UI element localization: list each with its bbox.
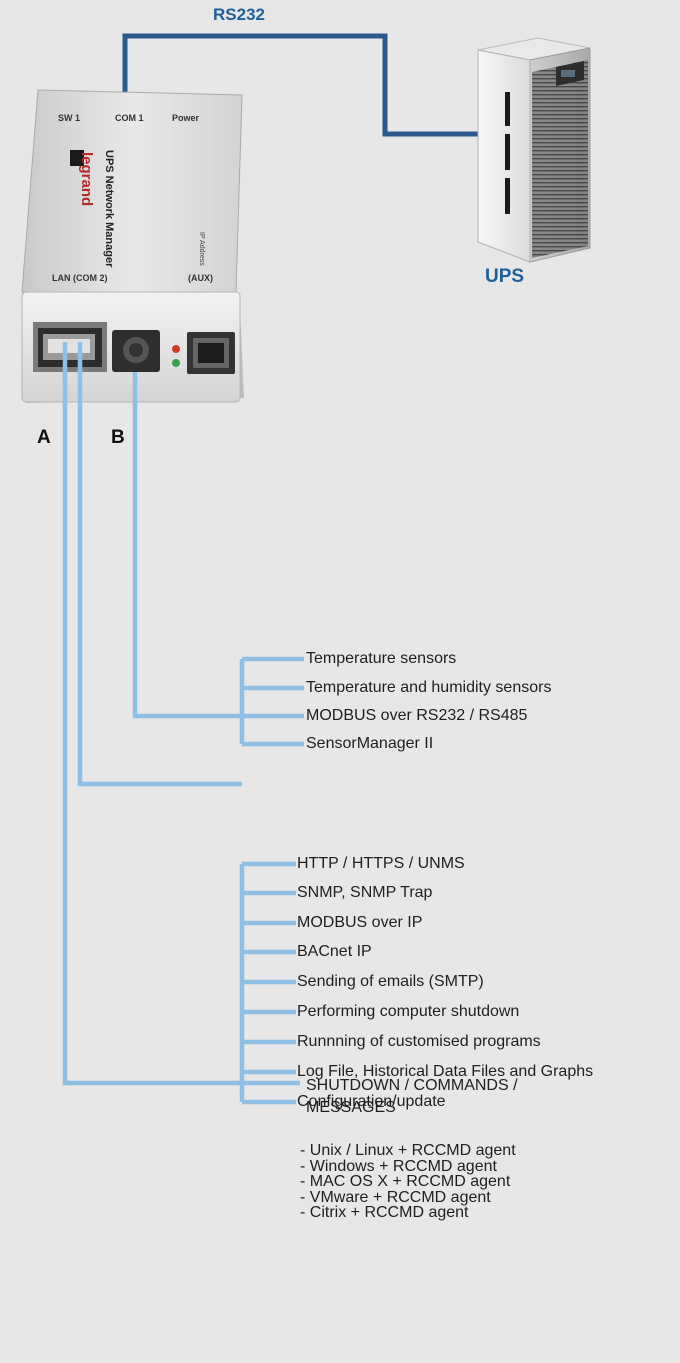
device-product-name: UPS Network Manager: [103, 150, 115, 268]
connector-lines: [62, 342, 304, 1105]
os-list-item: - VMware + RCCMD agent: [300, 1188, 491, 1206]
shutdown-os-list: - Unix / Linux + RCCMD agent - Windows +…: [300, 1143, 516, 1221]
sensor-item: SensorManager II: [306, 735, 434, 752]
port-b-line: [132, 372, 242, 719]
os-list-item: - Windows + RCCMD agent: [300, 1157, 497, 1175]
shutdown-commands-title: SHUTDOWN / COMMANDS / MESSAGES: [306, 1077, 518, 1116]
device-top-label-com1: COM 1: [115, 113, 144, 123]
port-b-label: B: [111, 427, 125, 448]
os-list-item: - Citrix + RCCMD agent: [300, 1204, 469, 1221]
sensor-item: Temperature and humidity sensors: [306, 679, 552, 696]
ups-cabinet-illustration: [477, 37, 591, 263]
ups-label: UPS: [485, 266, 525, 287]
device-brand-logo: legrand: [78, 152, 95, 206]
device-side-label: IP Address: [198, 232, 205, 266]
device-bottom-label-aux: (AUX): [188, 273, 213, 283]
network-item: Runnning of customised programs: [297, 1033, 541, 1050]
network-item: Performing computer shutdown: [297, 1003, 520, 1020]
sensor-item: Temperature sensors: [306, 650, 457, 667]
device-top-label-sw1: SW 1: [58, 113, 80, 123]
rs232-label: RS232: [213, 5, 265, 24]
network-item: Log File, Historical Data Files and Grap…: [297, 1063, 594, 1080]
network-item: SNMP, SNMP Trap: [297, 884, 433, 901]
sensor-item: MODBUS over RS232 / RS485: [306, 707, 528, 724]
rs232-line: [122, 33, 495, 137]
os-list-item: - MAC OS X + RCCMD agent: [300, 1173, 511, 1190]
network-item: BACnet IP: [297, 943, 372, 960]
device-bottom-label-lan: LAN (COM 2): [52, 273, 108, 283]
lan-line: [77, 342, 242, 787]
network-manager-device-illustration: [21, 89, 244, 403]
os-list-item: - Unix / Linux + RCCMD agent: [300, 1142, 516, 1159]
port-a-label: A: [37, 427, 51, 448]
device-top-label-power: Power: [172, 113, 200, 123]
port-a-line: [62, 342, 300, 1086]
network-item: Configuration/update: [297, 1093, 446, 1110]
device-printed-text: SW 1 COM 1 Power LAN (COM 2) (AUX) legra…: [52, 113, 213, 283]
network-item: MODBUS over IP: [297, 914, 423, 931]
network-item: Sending of emails (SMTP): [297, 973, 484, 990]
network-item: HTTP / HTTPS / UNMS: [297, 855, 465, 872]
